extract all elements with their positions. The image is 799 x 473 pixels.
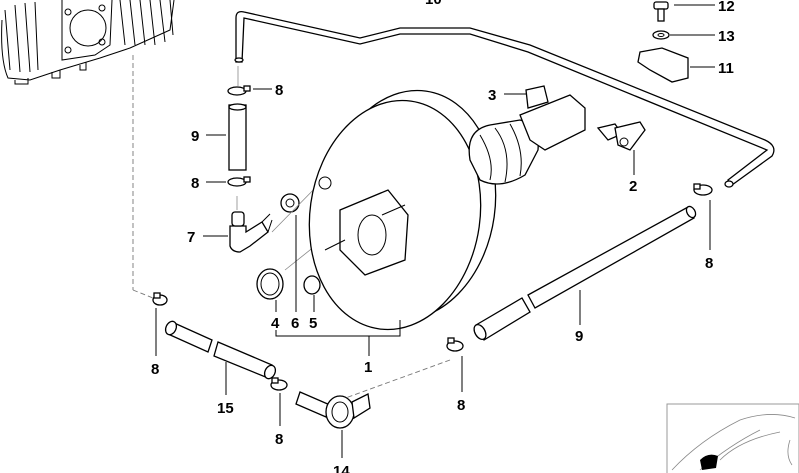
callout-2: 2 [629, 178, 637, 195]
callout-8: 8 [705, 255, 713, 272]
hose-long [473, 205, 697, 341]
small-hardware [637, 1, 689, 83]
callout-8: 8 [151, 361, 159, 378]
callout-6: 6 [291, 315, 299, 332]
elbow-connector [229, 211, 273, 253]
grommet-small [303, 275, 321, 295]
intake-manifold [1, 0, 175, 85]
callout-1: 1 [364, 359, 372, 376]
hose-15 [164, 320, 277, 380]
callout-12: 12 [718, 0, 735, 15]
hose-short [228, 103, 247, 171]
callout-14: 14 [333, 463, 350, 473]
leader-lines [155, 4, 715, 458]
callout-11: 11 [718, 60, 734, 77]
callout-7: 7 [187, 229, 195, 246]
callout-9: 9 [575, 328, 583, 345]
hose-clamps [152, 85, 713, 391]
callout-8: 8 [191, 175, 199, 192]
callout-4: 4 [271, 315, 280, 332]
callout-8: 8 [275, 431, 283, 448]
callout-9: 9 [191, 128, 199, 145]
check-valve [295, 391, 371, 429]
brake-booster [308, 85, 586, 331]
callout-8: 8 [275, 82, 283, 99]
callout-15: 15 [217, 400, 234, 417]
pin-bracket [596, 121, 646, 151]
vacuum-pipe [234, 10, 775, 188]
reference-line-end [132, 289, 159, 301]
callout-10: 10 [425, 0, 442, 8]
grommet [280, 193, 300, 213]
callout-13: 13 [718, 28, 735, 45]
callout-3: 3 [488, 87, 496, 104]
callout-5: 5 [309, 315, 317, 332]
callout-8: 8 [457, 397, 465, 414]
vehicle-location-thumbnail [666, 403, 799, 473]
callout-labels: 10 12 13 11 8 3 9 8 2 7 8 4 6 5 9 1 8 15… [151, 0, 735, 473]
